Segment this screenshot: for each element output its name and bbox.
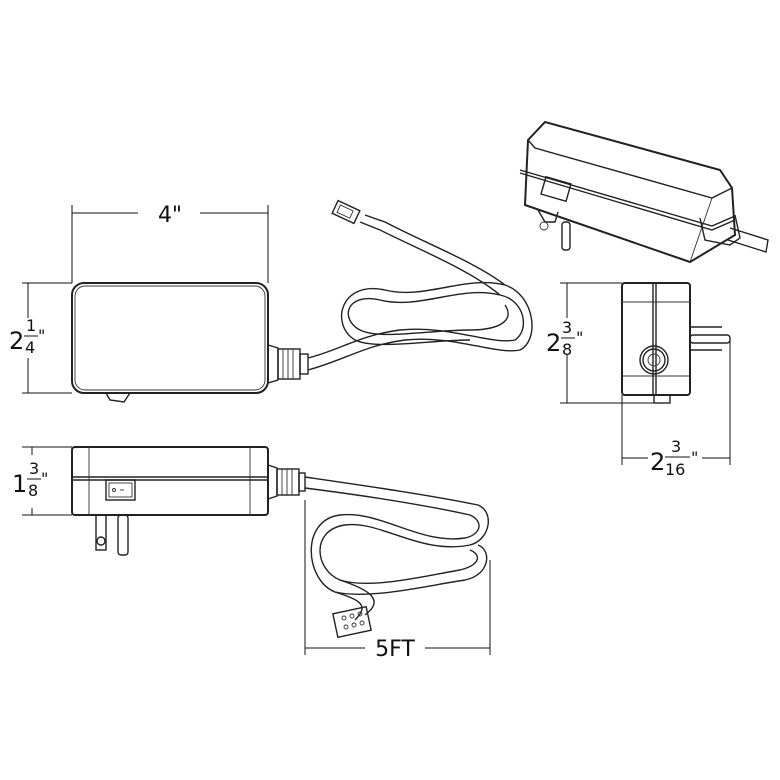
end-depth-whole: 2 bbox=[650, 448, 665, 476]
end-height-dimension-label: 2 3 8 " bbox=[546, 318, 583, 359]
end-height-denominator: 8 bbox=[562, 340, 572, 359]
end-height-unit: " bbox=[576, 328, 583, 347]
end-view: 2 3 8 " 2 3 16 " bbox=[546, 282, 731, 479]
cord-plug-connector bbox=[331, 199, 361, 225]
top-view: 4" 2 1 4 " bbox=[9, 199, 533, 403]
side-view: 1 3 8 " bbox=[12, 446, 491, 662]
width-denominator: 4 bbox=[25, 338, 35, 357]
power-switch bbox=[105, 479, 136, 501]
end-height-numerator: 3 bbox=[562, 318, 572, 337]
cord-end-connector bbox=[332, 605, 372, 639]
end-depth-numerator: 3 bbox=[671, 437, 681, 456]
height-dimension-label: 1 3 8 " bbox=[12, 459, 48, 500]
height-unit: " bbox=[41, 469, 48, 488]
width-unit: " bbox=[38, 326, 45, 345]
end-height-whole: 2 bbox=[546, 329, 561, 357]
cord-coil-top bbox=[307, 199, 533, 371]
iso-power-switch bbox=[540, 175, 572, 203]
width-dimension-label: 2 1 4 " bbox=[9, 316, 45, 357]
end-depth-denominator: 16 bbox=[665, 460, 685, 479]
cord-coil-side bbox=[304, 476, 489, 639]
adapter-body-top bbox=[71, 282, 269, 394]
end-depth-dimension-label: 2 3 16 " bbox=[650, 437, 698, 479]
cord-length-label: 5FT bbox=[375, 637, 415, 662]
strain-relief-side bbox=[267, 464, 306, 500]
height-numerator: 3 bbox=[29, 459, 39, 478]
isometric-view bbox=[519, 120, 769, 264]
end-depth-unit: " bbox=[691, 448, 698, 467]
strain-relief bbox=[267, 344, 309, 384]
height-denominator: 8 bbox=[28, 481, 38, 500]
length-dimension-label: 4" bbox=[158, 203, 182, 228]
width-whole: 2 bbox=[9, 327, 24, 355]
width-numerator: 1 bbox=[26, 316, 36, 335]
adapter-body-side bbox=[71, 446, 269, 516]
plug-prongs bbox=[95, 514, 129, 556]
height-whole: 1 bbox=[12, 470, 27, 498]
